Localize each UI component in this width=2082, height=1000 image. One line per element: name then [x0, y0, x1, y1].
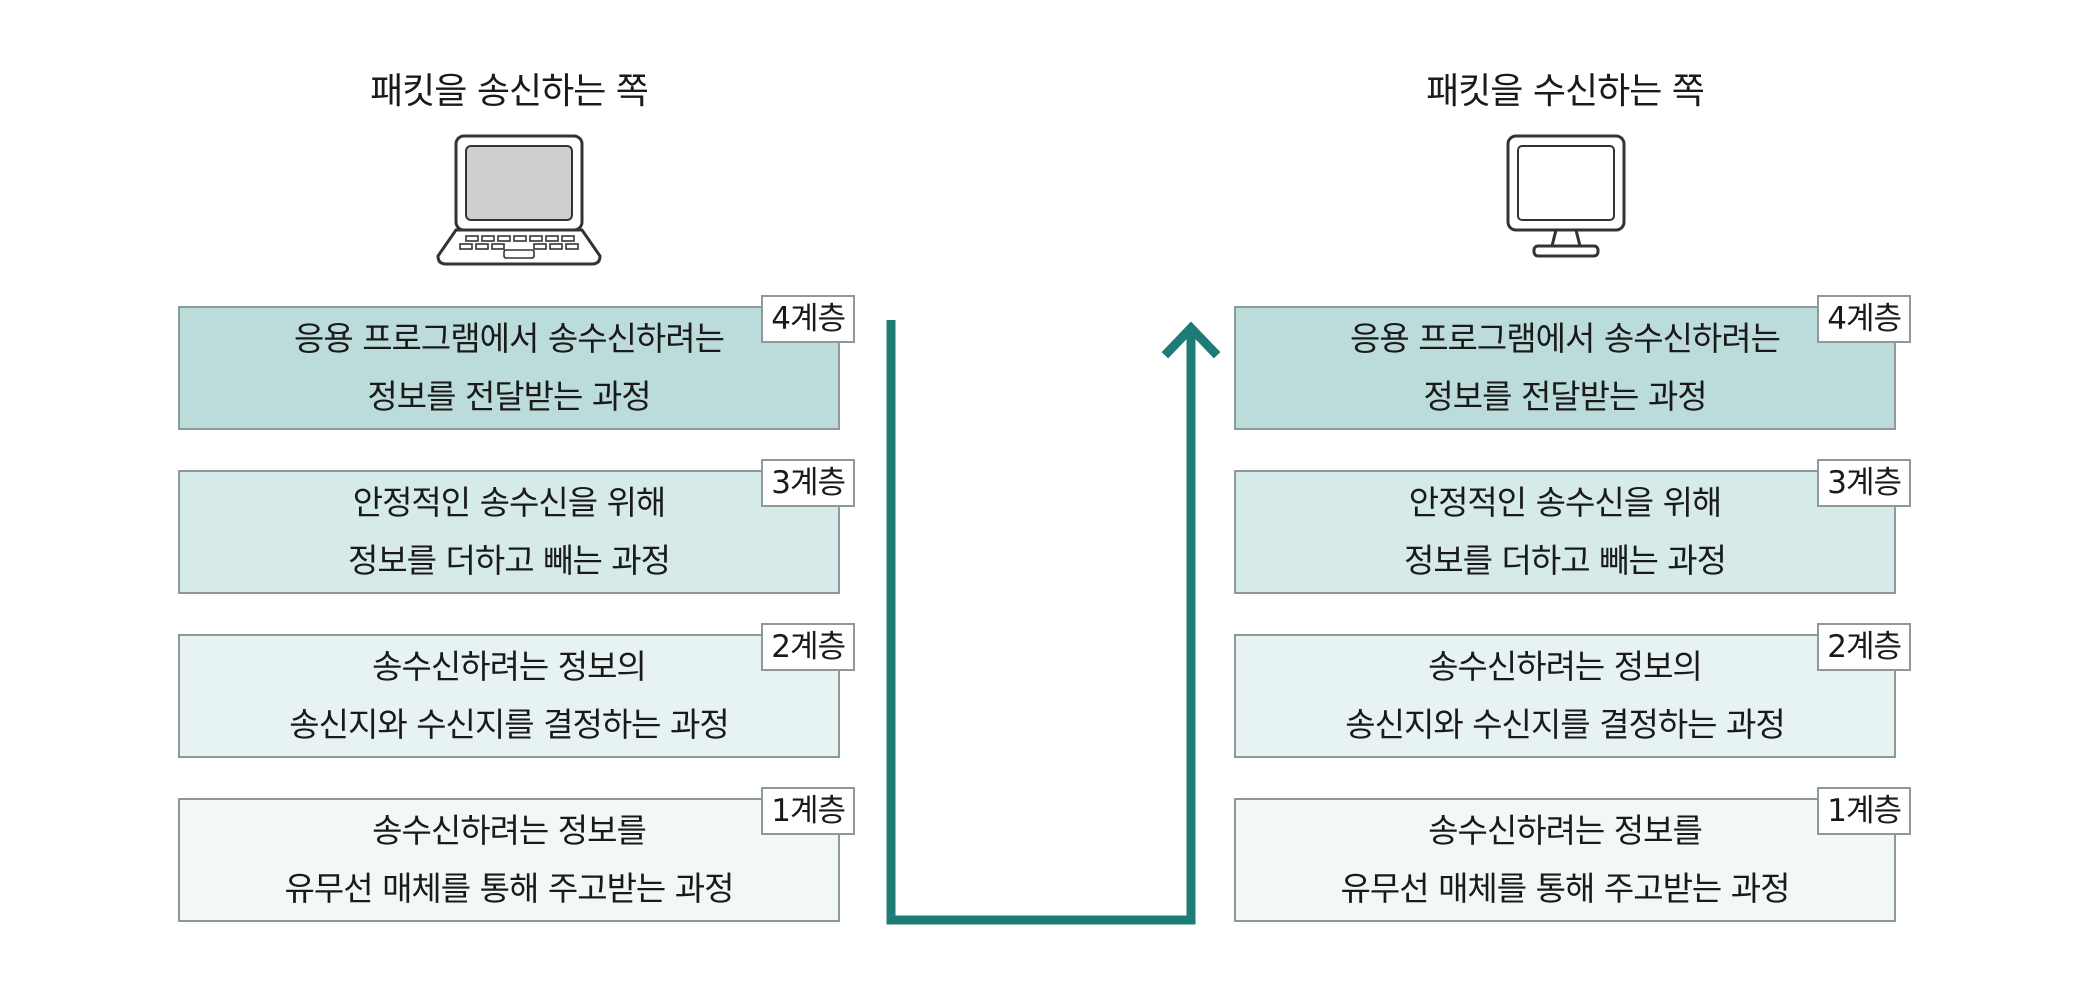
flow-arrow-head [1161, 321, 1221, 359]
layer-line-1: 응용 프로그램에서 송수신하려는 [293, 319, 725, 358]
flow-arrow-line [886, 320, 1196, 925]
receiver-title: 패킷을 수신하는 쪽 [1426, 71, 1705, 112]
layer-line-1: 안정적인 송수신을 위해 [1408, 483, 1723, 522]
layer-line-2: 정보를 전달받는 과정 [1423, 377, 1707, 416]
layer-tag: 3계층 [761, 459, 855, 507]
layer-line-2: 유무선 매체를 통해 주고받는 과정 [1340, 869, 1791, 908]
layer-line-1: 안정적인 송수신을 위해 [352, 483, 667, 522]
receiver-layer-1: 송수신하려는 정보를 유무선 매체를 통해 주고받는 과정 1계층 [1234, 787, 1911, 922]
monitor-icon [1506, 134, 1626, 258]
receiver-layer-4: 응용 프로그램에서 송수신하려는 정보를 전달받는 과정 4계층 [1234, 295, 1911, 430]
layer-line-1: 송수신하려는 정보를 [372, 811, 647, 850]
sender-title: 패킷을 송신하는 쪽 [370, 71, 649, 112]
layer-tag: 4계층 [1817, 295, 1911, 343]
layer-line-1: 응용 프로그램에서 송수신하려는 [1349, 319, 1781, 358]
layer-line-2: 정보를 더하고 빼는 과정 [347, 541, 671, 580]
layer-tag: 1계층 [1817, 787, 1911, 835]
layer-line-1: 송수신하려는 정보의 [1428, 647, 1703, 686]
sender-layer-3: 안정적인 송수신을 위해 정보를 더하고 빼는 과정 3계층 [178, 459, 855, 594]
layer-line-1: 송수신하려는 정보의 [372, 647, 647, 686]
receiver-layer-2: 송수신하려는 정보의 송신지와 수신지를 결정하는 과정 2계층 [1234, 623, 1911, 758]
sender-layer-4: 응용 프로그램에서 송수신하려는 정보를 전달받는 과정 4계층 [178, 295, 855, 430]
layer-tag: 2계층 [761, 623, 855, 671]
layer-tag: 4계층 [761, 295, 855, 343]
layer-line-2: 정보를 더하고 빼는 과정 [1403, 541, 1727, 580]
laptop-icon [436, 134, 602, 266]
layer-line-2: 유무선 매체를 통해 주고받는 과정 [284, 869, 735, 908]
layer-tag: 1계층 [761, 787, 855, 835]
layer-line-1: 송수신하려는 정보를 [1428, 811, 1703, 850]
layer-line-2: 정보를 전달받는 과정 [367, 377, 651, 416]
layer-tag: 2계층 [1817, 623, 1911, 671]
receiver-layer-3: 안정적인 송수신을 위해 정보를 더하고 빼는 과정 3계층 [1234, 459, 1911, 594]
layer-line-2: 송신지와 수신지를 결정하는 과정 [289, 705, 730, 744]
sender-layer-2: 송수신하려는 정보의 송신지와 수신지를 결정하는 과정 2계층 [178, 623, 855, 758]
layer-tag: 3계층 [1817, 459, 1911, 507]
sender-layer-1: 송수신하려는 정보를 유무선 매체를 통해 주고받는 과정 1계층 [178, 787, 855, 922]
layer-line-2: 송신지와 수신지를 결정하는 과정 [1345, 705, 1786, 744]
